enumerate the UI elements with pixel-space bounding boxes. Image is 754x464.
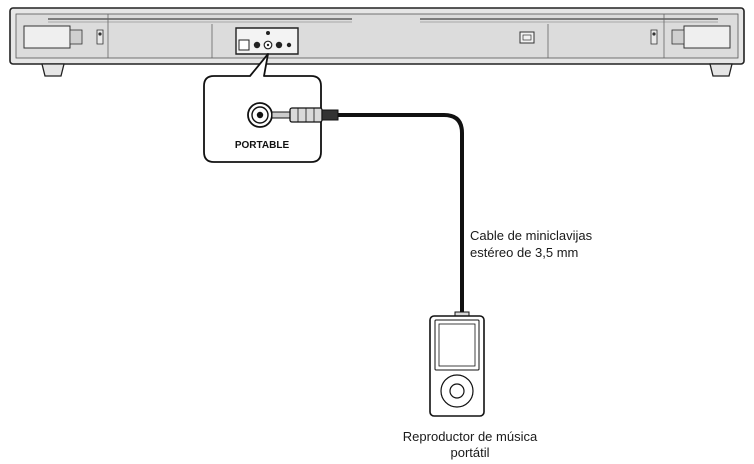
soundbar-rear-panel xyxy=(9,7,745,77)
player-label: Reproductor de música portátil xyxy=(340,429,600,461)
mini-plug xyxy=(271,107,339,123)
player-label-line1: Reproductor de música xyxy=(402,429,538,444)
portable-port-label: PORTABLE xyxy=(235,140,290,151)
portable-jack xyxy=(247,102,273,128)
player-label-line2: portátil xyxy=(450,445,490,460)
cable-label-line2: estéreo de 3,5 mm xyxy=(470,245,579,260)
cable-label-line1: Cable de miniclavijas xyxy=(470,228,593,243)
stereo-mini-cable xyxy=(338,113,464,316)
cable-label: Cable de miniclavijas estéreo de 3,5 mm xyxy=(470,227,592,261)
portable-music-player xyxy=(429,311,485,417)
